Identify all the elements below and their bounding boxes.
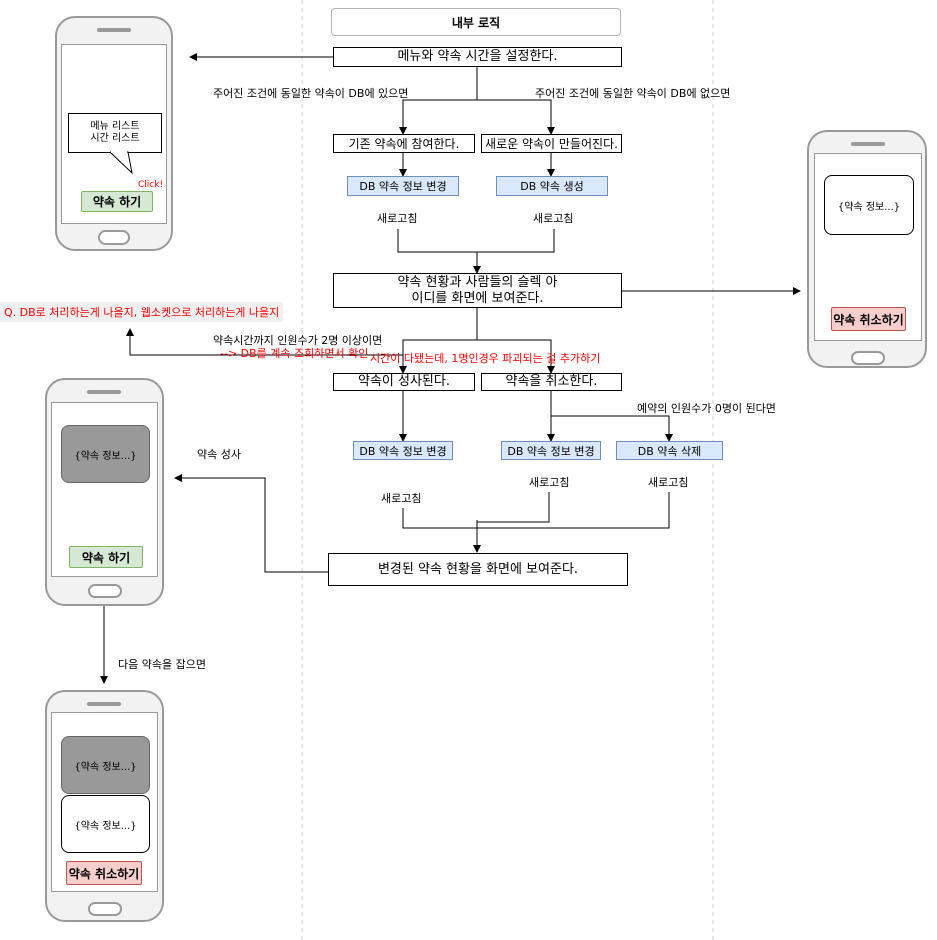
db-update-box-1: DB 약속 정보 변경 [347, 176, 459, 196]
refresh-label-2: 새로고침 [533, 212, 574, 225]
callout-line-1: 메뉴 리스트 [90, 121, 140, 132]
arrow-to-question [126, 328, 403, 356]
label-threshold-red: --> DB를 계속 조회하면서 확인 [220, 347, 369, 360]
callout-bubble: 메뉴 리스트 시간 리스트 [68, 113, 162, 153]
callout-line-2: 시간 리스트 [90, 133, 140, 144]
step-show-status: 약속 현황과 사람들의 슬렉 아이디를 화면에 보여준다. [333, 273, 622, 308]
label-next-booking: 다음 약속을 잡으면 [118, 658, 206, 671]
label-success-arrow: 약속 성사 [197, 448, 241, 461]
phone-1: 메뉴 리스트 시간 리스트 Click! 약속 하기 [55, 16, 173, 251]
cancel-appointment-button[interactable]: 약속 취소하기 [66, 861, 142, 885]
db-update-box-2: DB 약속 정보 변경 [353, 441, 453, 460]
home-button[interactable] [88, 584, 122, 598]
db-delete-box: DB 약속 삭제 [616, 441, 723, 460]
merge-line-2 [402, 508, 477, 529]
db-create-box: DB 약속 생성 [496, 176, 608, 196]
arrow-to-success [399, 308, 478, 374]
phone-4-screen: {약속 정보...} {약속 정보...} 약속 취소하기 [51, 712, 158, 892]
label-if-not-exists: 주어진 조건에 동일한 약속이 DB에 없으면 [535, 87, 731, 100]
arrow-to-join [399, 67, 478, 135]
cancel-appointment-button[interactable]: 약속 취소하기 [831, 307, 906, 331]
question-note: Q. DB로 처리하는게 나을지, 웹소켓으로 처리하는게 나을지 [0, 302, 284, 322]
speaker-icon [97, 28, 131, 32]
merge-line-1 [397, 229, 555, 253]
phone-1-screen: 메뉴 리스트 시간 리스트 Click! 약속 하기 [61, 44, 167, 224]
label-threshold: 약속시간까지 인원수가 2명 이상이면 [213, 334, 383, 347]
step-set-menu: 메뉴와 약속 시간을 설정한다. [333, 47, 622, 67]
label-zero-people: 예약의 인원수가 0명이 된다면 [637, 402, 776, 415]
home-button[interactable] [98, 230, 130, 245]
step-join-existing: 기존 약속에 참여한다. [333, 134, 475, 153]
merge-line-3 [477, 492, 550, 523]
label-timeout-red: 시간이 다됐는데, 1명인경우 파괴되는 걸 추가하기 [370, 352, 601, 365]
make-appointment-button[interactable]: 약속 하기 [81, 191, 153, 212]
speaker-icon [87, 390, 121, 394]
appointment-card-confirmed: {약속 정보...} [61, 736, 150, 794]
arrow-to-cancel [477, 339, 555, 374]
phone-2: {약속 정보...} 약속 취소하기 [807, 130, 927, 368]
step-cancel: 약속을 취소한다. [481, 373, 622, 391]
db-update-box-3: DB 약속 정보 변경 [501, 441, 601, 460]
appointment-card: {약속 정보...} [61, 795, 150, 853]
callout-tail [110, 151, 133, 175]
arrow-to-create [477, 99, 555, 135]
refresh-label-1: 새로고침 [377, 212, 418, 225]
diagram-title: 내부 로직 [331, 8, 621, 36]
step-create-new: 새로운 약속이 만들어진다. [481, 134, 622, 153]
phone-4: {약속 정보...} {약속 정보...} 약속 취소하기 [45, 690, 164, 922]
arrow-to-db-delete [551, 415, 673, 442]
appointment-card: {약속 정보...} [824, 175, 914, 235]
refresh-label-4: 새로고침 [529, 476, 570, 489]
speaker-icon [87, 702, 121, 706]
refresh-label-3: 새로고침 [381, 492, 422, 505]
make-appointment-button[interactable]: 약속 하기 [69, 546, 143, 568]
merge-line-4 [477, 492, 670, 529]
label-if-exists: 주어진 조건에 동일한 약속이 DB에 있으면 [213, 87, 409, 100]
arrow-to-phone3 [174, 474, 328, 573]
click-label: Click! [138, 180, 164, 190]
phone-3-screen: {약속 정보...} 약속 하기 [51, 402, 158, 577]
phone-2-screen: {약속 정보...} 약속 취소하기 [814, 153, 922, 341]
appointment-card-confirmed: {약속 정보...} [61, 425, 150, 483]
speaker-icon [851, 142, 885, 146]
step-success: 약속이 성사된다. [333, 373, 475, 391]
home-button[interactable] [88, 902, 122, 916]
refresh-label-5: 새로고침 [648, 476, 689, 489]
phone-3: {약속 정보...} 약속 하기 [45, 378, 164, 606]
step-show-changed: 변경된 약속 현황을 화면에 보여준다. [328, 553, 628, 586]
home-button[interactable] [851, 351, 885, 365]
